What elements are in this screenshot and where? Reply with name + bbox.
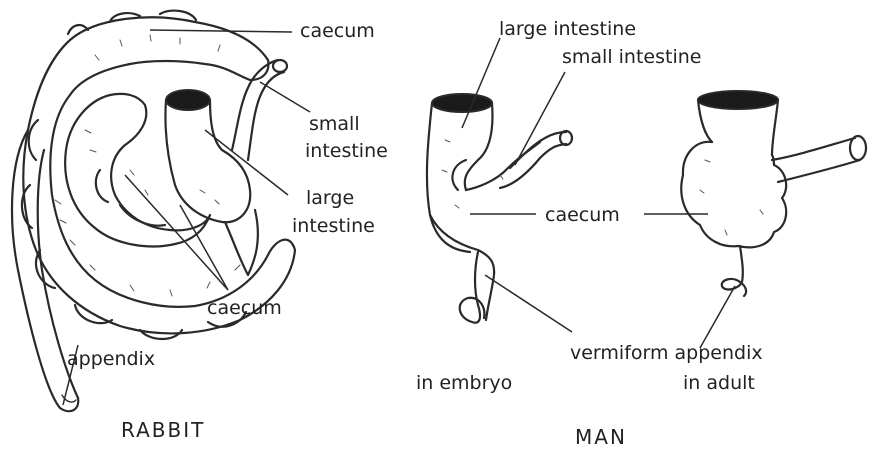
man-in-embryo-label: in embryo [416, 372, 512, 394]
embryo-small-intestine [500, 132, 566, 188]
man-small-intestine-label: small intestine [562, 46, 701, 68]
embryo-large-intestine-opening [432, 94, 492, 112]
rabbit-leader-caecum-1 [125, 175, 228, 290]
adult-leader-appendix [700, 286, 735, 348]
rabbit-leader-caecum-2 [180, 205, 228, 290]
embryo-appendix [460, 252, 485, 323]
man-embryo-drawing [427, 38, 572, 332]
rabbit-appendix-label: appendix [67, 348, 155, 370]
rabbit-caption: RABBIT [121, 418, 205, 442]
rabbit-caecum-outer [23, 17, 295, 333]
man-in-adult-label: in adult [683, 372, 755, 394]
man-caption: MAN [575, 425, 627, 449]
man-adult-drawing [644, 91, 866, 348]
rabbit-small-intestine-label-2: intestine [305, 140, 388, 162]
embryo-leader-appendix [485, 275, 572, 332]
rabbit-caecum-bottom-label: caecum [207, 297, 282, 319]
man-caecum-label: caecum [545, 204, 620, 226]
embryo-caecum [430, 142, 540, 320]
man-large-intestine-label: large intestine [499, 18, 636, 40]
rabbit-small-intestine-opening [273, 60, 287, 72]
rabbit-inner-bulges [96, 170, 165, 226]
rabbit-large-intestine-label-1: large [306, 187, 354, 209]
rabbit-caecum-top-label: caecum [300, 20, 375, 42]
embryo-leader-large-intestine [462, 38, 500, 128]
rabbit-leader-small-intestine [260, 82, 310, 112]
rabbit-large-intestine-opening [166, 90, 210, 110]
adult-small-intestine-opening [850, 136, 866, 160]
embryo-leader-small-intestine [515, 72, 565, 165]
embryo-texture [442, 140, 503, 208]
rabbit-lower-sac [225, 210, 258, 275]
adult-texture [700, 160, 763, 235]
rabbit-texture [55, 35, 240, 296]
rabbit-leader-caecum-top [150, 30, 292, 32]
rabbit-large-intestine-label-2: intestine [292, 215, 375, 237]
embryo-large-intestine [427, 103, 493, 252]
man-vermiform-appendix-label: vermiform appendix [570, 342, 763, 364]
rabbit-leader-large-intestine [205, 130, 288, 195]
rabbit-caecum-inner [65, 94, 210, 247]
adult-caecum [681, 142, 786, 248]
rabbit-small-intestine-label-1: small [309, 113, 360, 135]
rabbit-drawing [12, 11, 310, 412]
adult-large-intestine-opening [698, 91, 778, 109]
